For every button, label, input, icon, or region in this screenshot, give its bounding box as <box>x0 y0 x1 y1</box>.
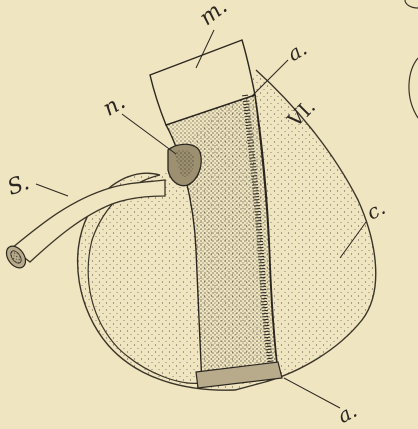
leader-a-bottom <box>284 378 340 408</box>
adjacent-figure-fragment-2 <box>409 58 418 118</box>
adjacent-figure-fragment <box>405 0 418 8</box>
leader-s <box>36 184 68 196</box>
